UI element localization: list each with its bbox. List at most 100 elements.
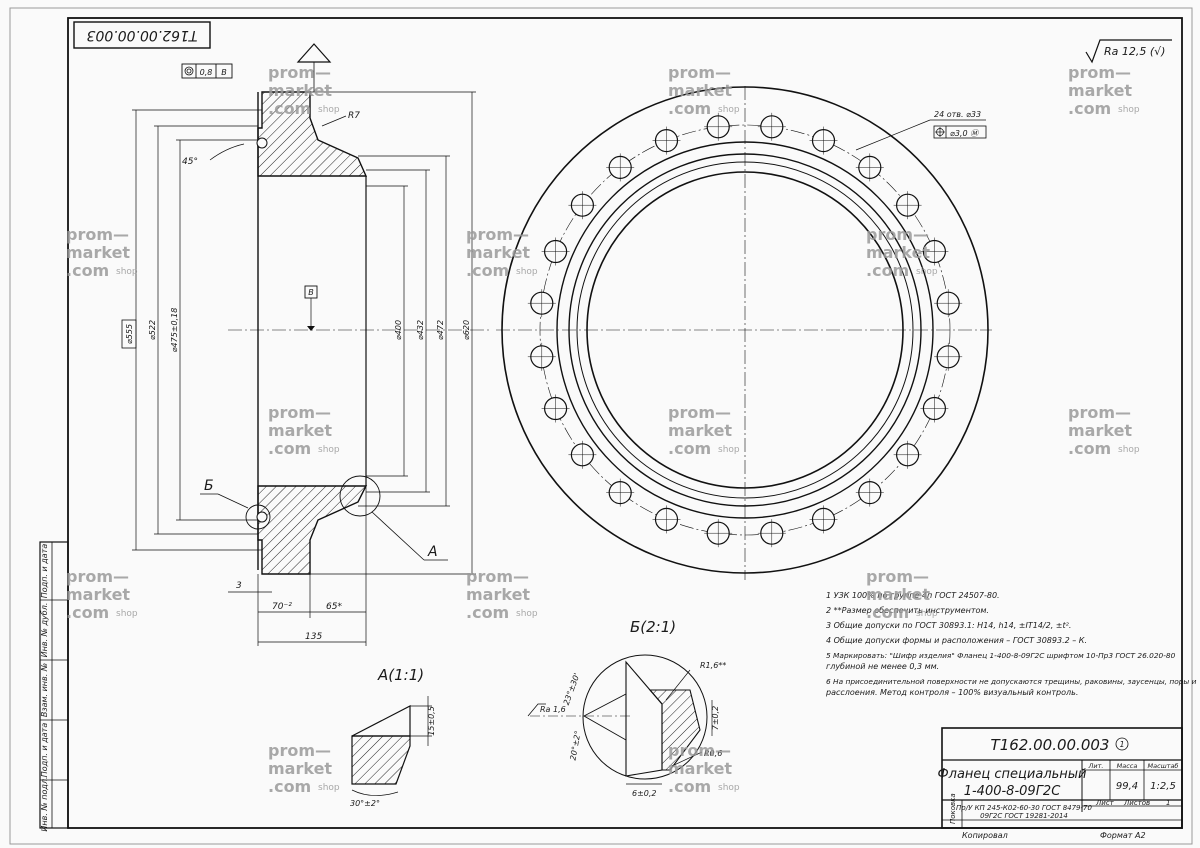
dim-475: ⌀475±0,18 <box>170 308 179 353</box>
title-material-1: Пр/У КП 245-К02-60-30 ГОСТ 8479-70 <box>956 804 1092 812</box>
title-rev: 1 <box>1119 740 1124 749</box>
detail-b-hatch <box>648 689 701 771</box>
roughness-mark: Ra 12,5 (√) <box>1085 39 1172 64</box>
watermark-shop: shop <box>516 609 538 619</box>
watermark-shop: shop <box>718 445 740 455</box>
watermark-shop: shop <box>1118 105 1140 115</box>
dim-lines-left <box>132 91 476 575</box>
detail-b-circle <box>582 654 708 780</box>
hole-note: 24 отв. ⌀33 ⌀3,0 Ⓜ <box>855 110 987 151</box>
format-label: Формат А2 <box>1100 831 1146 840</box>
angle-45-label: 45° <box>182 157 198 167</box>
watermark-text: market <box>668 421 732 440</box>
watermark-text: prom— <box>268 63 331 82</box>
section-view: 0,8 В R7 45° В ⌀555 ⌀522 ⌀475±0,18 ⌀400 … <box>121 43 490 646</box>
strip-cell-5: Подп. и дата <box>40 544 49 599</box>
dim-65: 65* <box>326 602 342 612</box>
dim-70: 70⁻² <box>272 602 292 612</box>
watermark-shop: shop <box>318 445 340 455</box>
watermark-text: .com <box>866 261 909 280</box>
watermark-text: .com <box>1068 439 1111 458</box>
title-sheet-label: Лист <box>1095 799 1115 807</box>
frame-border <box>67 17 1183 829</box>
watermark-shop: shop <box>116 609 138 619</box>
watermark-shop: shop <box>116 267 138 277</box>
watermark-text: prom— <box>66 225 129 244</box>
flange-outer-circle <box>501 86 989 574</box>
watermark-shop: shop <box>318 783 340 793</box>
watermark-text: .com <box>1068 99 1111 118</box>
dim-620: ⌀620 <box>462 320 471 340</box>
title-name-line2: 1-400-8-09Г2С <box>964 784 1061 799</box>
title-block: Т162.00.00.003 1 Фланец специальный 1-40… <box>937 727 1183 840</box>
callout-a-label: А <box>427 544 438 560</box>
detail-b-ra: Ra 1,6 <box>540 705 566 714</box>
title-col-mass: Масса <box>1117 762 1138 770</box>
detail-a-dim-30: 30°±2° <box>350 799 380 808</box>
watermark-text: prom— <box>1068 63 1131 82</box>
detail-b-title: Б(2:1) <box>630 618 676 636</box>
watermark-text: market <box>268 759 332 778</box>
stamp-number-text: Т162.00.00.003 <box>87 27 198 43</box>
callout-b-label: Б <box>204 478 214 494</box>
watermark-text: .com <box>466 603 509 622</box>
watermark-text: .com <box>668 439 711 458</box>
watermark-shop: shop <box>516 267 538 277</box>
watermark-text: .com <box>268 777 311 796</box>
note-line-3: 3 Общие допуски по ГОСТ 30893.1: H14, h1… <box>826 621 1071 630</box>
strip-cell-2: Подп. и дата <box>40 723 49 778</box>
watermark-text: market <box>66 243 130 262</box>
watermark-shop: shop <box>718 783 740 793</box>
detail-a-dim-15: 15±0,5 <box>427 706 436 736</box>
watermark-text: market <box>1068 81 1132 100</box>
watermark-text: .com <box>668 777 711 796</box>
detail-a-hatch <box>351 735 411 785</box>
strip-cell-1: Инв. № подл. <box>40 776 49 831</box>
title-sheets-value: 1 <box>1166 799 1170 807</box>
strip-cell-3: Взам. инв. № <box>40 663 49 717</box>
dim-3: 3 <box>236 581 242 591</box>
note-line-4: 4 Общие допуски формы и расположения – Г… <box>826 636 1087 645</box>
detail-b-r06: R0,6 <box>704 749 722 758</box>
title-scale: 1:2,5 <box>1150 781 1176 792</box>
section-top-hatch <box>257 91 368 177</box>
watermark-text: market <box>866 585 930 604</box>
watermark-text: .com <box>66 261 109 280</box>
watermark-text: .com <box>268 99 311 118</box>
watermark-text: market <box>466 585 530 604</box>
hole-count-label: 24 отв. ⌀33 <box>934 110 981 119</box>
watermark-text: prom— <box>66 567 129 586</box>
bore-circle <box>586 171 904 489</box>
dim-lines-bottom <box>228 486 367 646</box>
note-line-6: глубиной не менее 0,3 мм. <box>826 662 939 671</box>
watermark-shop: shop <box>916 267 938 277</box>
title-col-lit: Лит. <box>1088 762 1104 770</box>
callout-a-circle <box>339 475 381 517</box>
watermark-text: prom— <box>268 741 331 760</box>
hole-position-tol: ⌀3,0 Ⓜ <box>950 129 980 138</box>
tolerance-frame: 0,8 В <box>181 63 233 79</box>
dim-472: ⌀472 <box>436 320 445 340</box>
watermark-shop: shop <box>318 105 340 115</box>
watermark-text: market <box>866 243 930 262</box>
tol-value: 0,8 <box>200 68 213 77</box>
front-view <box>496 86 992 580</box>
note-line-1: 1 УЗК 100% по группе 4п ГОСТ 24507-80. <box>826 591 1000 600</box>
number-stamp-topleft: Т162.00.00.003 <box>73 21 211 49</box>
watermark-text: market <box>1068 421 1132 440</box>
datum-triangle <box>296 43 332 63</box>
watermark-text: prom— <box>466 225 529 244</box>
note-line-8: расслоения. Метод контроля – 100% визуал… <box>825 688 1078 697</box>
section-bottom-hatch <box>257 485 368 575</box>
watermark-text: prom— <box>1068 403 1131 422</box>
bolt-circle <box>539 124 951 536</box>
technical-notes: 1 УЗК 100% по группе 4п ГОСТ 24507-80. 2… <box>825 591 1197 697</box>
dim-135: 135 <box>305 632 322 642</box>
dim-432: ⌀432 <box>416 320 425 340</box>
detail-b-20deg: 20°±2° <box>569 730 583 761</box>
r7-label: R7 <box>348 111 360 121</box>
watermark-shop: shop <box>1118 445 1140 455</box>
